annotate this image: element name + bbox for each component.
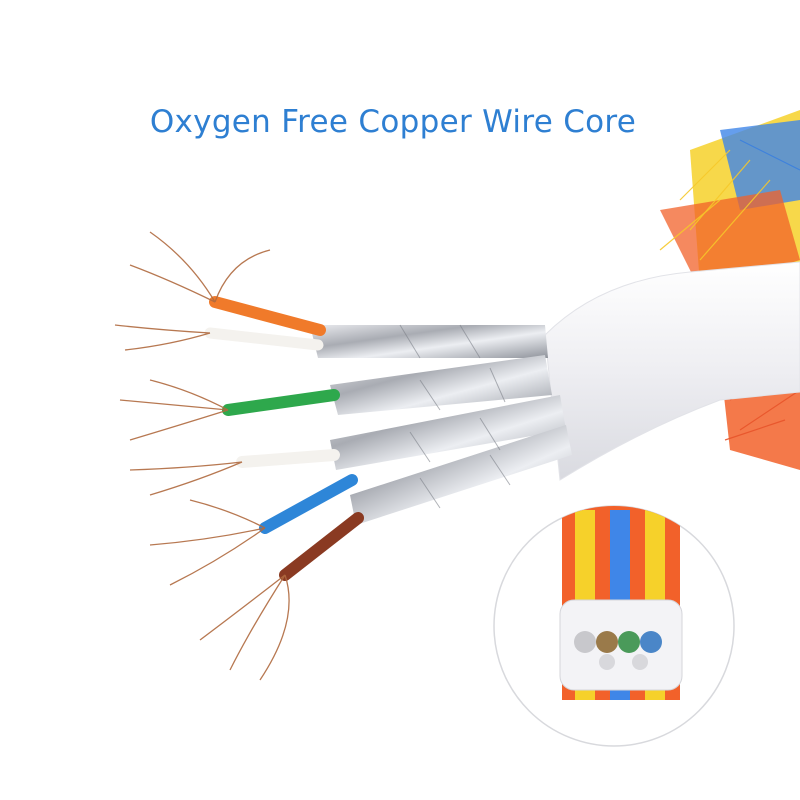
- wire-white-orange: [204, 327, 324, 351]
- wire-white-green: [236, 449, 340, 468]
- cable-jacket: [544, 261, 800, 481]
- copper-strands: [114, 231, 290, 681]
- insulated-wires: [204, 296, 364, 581]
- cross-section-inset: [493, 505, 735, 747]
- foil-shields: [310, 324, 572, 525]
- wire-brown: [279, 512, 364, 581]
- headline: Oxygen Free Copper Wire Core: [149, 104, 637, 140]
- wire-orange: [209, 296, 326, 336]
- wire-blue: [259, 474, 358, 534]
- wire-green: [222, 389, 340, 416]
